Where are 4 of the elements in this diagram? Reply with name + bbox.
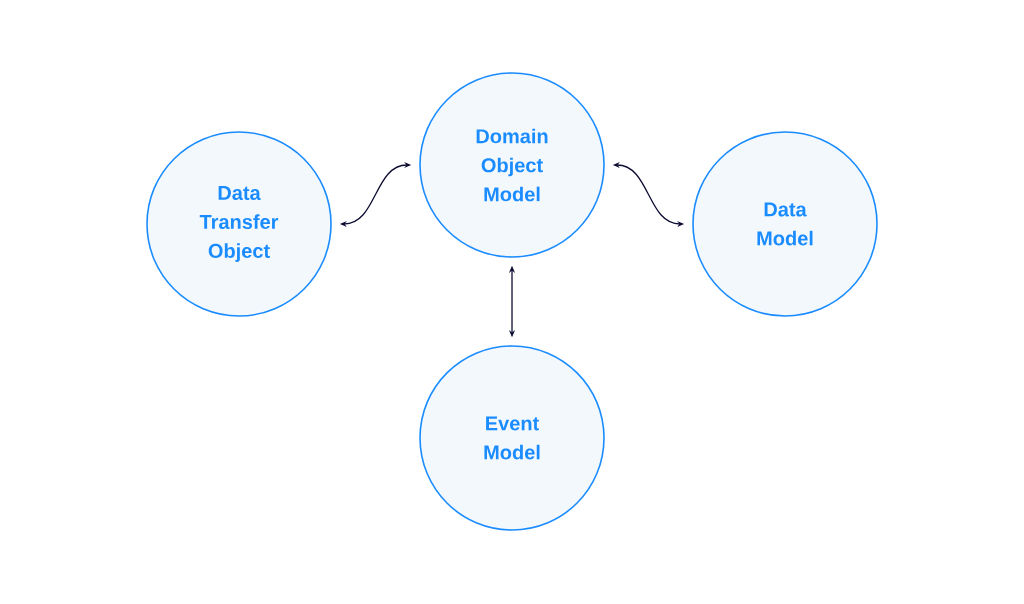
circle-node: Data Transfer Object	[146, 131, 332, 317]
circle-node: Data Model	[692, 131, 878, 317]
circle-node: Domain Object Model	[419, 72, 605, 258]
circle-node: Event Model	[419, 345, 605, 531]
